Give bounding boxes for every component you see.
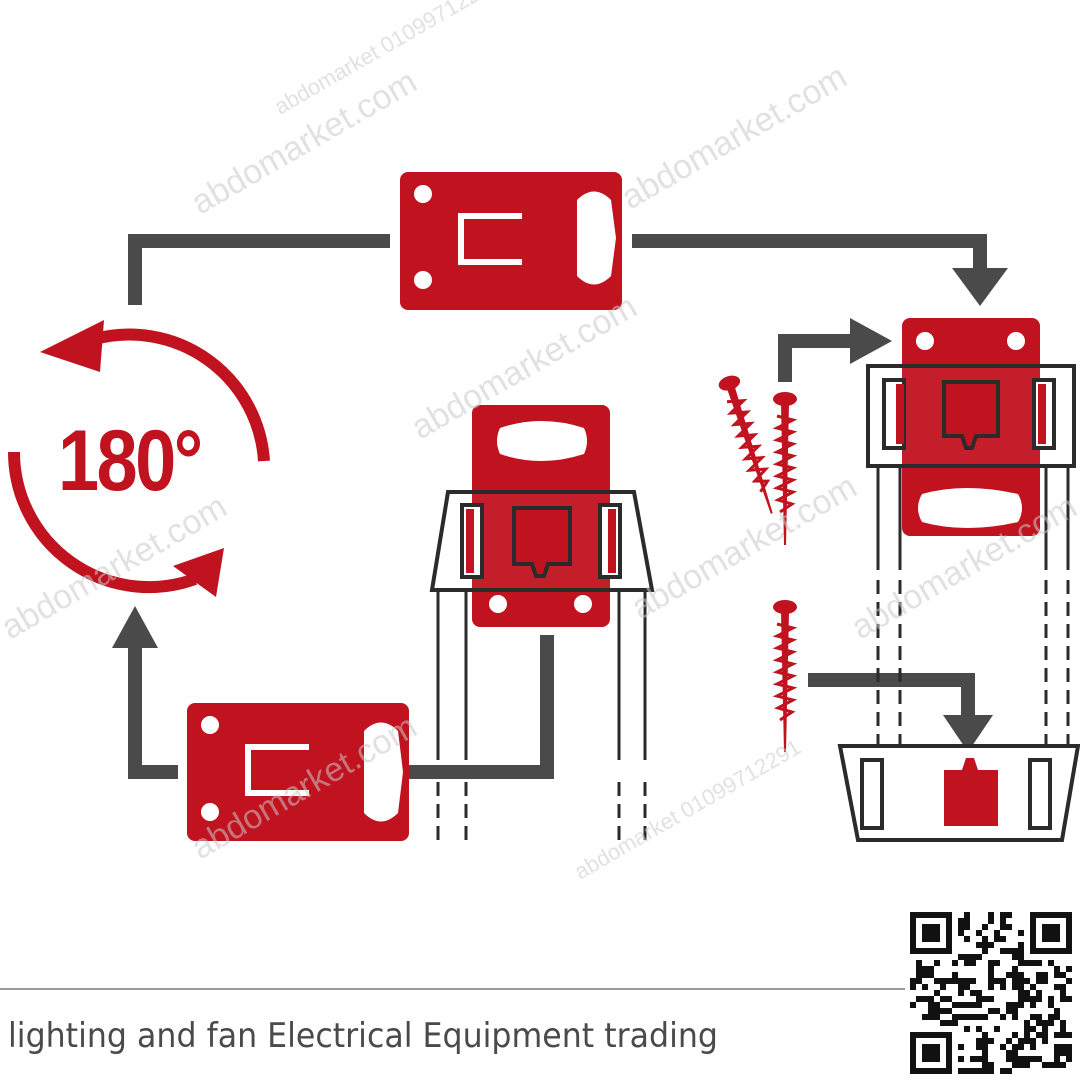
svg-text:abdomarket 01099712291: abdomarket 01099712291 [570, 734, 805, 884]
rotate-arrow-icon [8, 328, 270, 594]
footer-divider [0, 988, 905, 990]
svg-text:abdomarket.com: abdomarket.com [615, 57, 853, 217]
mounting-plate-bottom [187, 703, 409, 841]
clip-holder-right-top [866, 318, 1076, 744]
rotation-label: 180° [58, 413, 203, 509]
screw-icon [718, 375, 798, 752]
arrow-heads [112, 268, 1008, 752]
flow-arrows [128, 234, 987, 779]
mounting-plate-top [400, 172, 622, 310]
clip-holder-right-bottom [837, 744, 1080, 842]
qr-code-icon [910, 912, 1072, 1074]
footer-company-text: lighting and fan Electrical Equipment tr… [8, 1016, 718, 1056]
svg-text:abdomarket.com: abdomarket.com [625, 467, 863, 627]
clip-holder-center [429, 405, 655, 840]
